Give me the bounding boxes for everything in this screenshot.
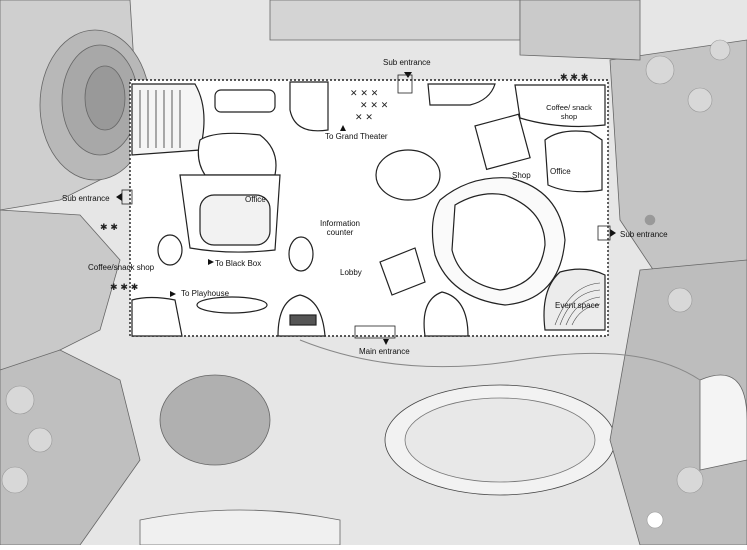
label-to-playhouse: To Playhouse xyxy=(181,289,230,298)
entrance-markers xyxy=(116,72,616,345)
landscape-left-mid xyxy=(0,209,121,371)
label-event-space: Event space xyxy=(555,301,600,310)
to-grand-theater-arrow xyxy=(340,125,346,131)
label-office-left: Office xyxy=(245,195,266,204)
tree xyxy=(646,511,664,529)
landscape-oval-planting xyxy=(159,374,271,466)
room-left-stair xyxy=(157,234,183,266)
landscape-bottom-walk xyxy=(139,509,341,546)
landscape-left-bottom xyxy=(0,349,141,546)
room-top-left-hall xyxy=(131,83,205,156)
room-top-small xyxy=(214,89,276,113)
information-counter-desk xyxy=(288,236,314,272)
plant-mark: ✕ ✕ xyxy=(355,113,373,123)
label-coffee-snack-left: Coffee/snack shop xyxy=(88,263,155,272)
room-office-left-upper xyxy=(197,132,277,176)
plantings: ✕ ✕ ✕ ✕ ✕ ✕ ✕ ✕ ✱ ✱ ✱ ✱ ✱ ✱ ✱ ✱ xyxy=(100,73,588,293)
sub-entrance-left-door xyxy=(121,189,133,205)
landscape-top-right xyxy=(519,0,641,61)
main-entrance-door xyxy=(354,325,396,339)
tree xyxy=(644,214,656,226)
room-bottom-left xyxy=(131,296,183,337)
plant-mark: ✱ ✱ ✱ xyxy=(560,73,588,83)
plant-mark: ✕ ✕ ✕ xyxy=(360,101,388,111)
to-black-box-arrow xyxy=(208,259,214,265)
event-space-seating xyxy=(554,282,601,326)
tree xyxy=(667,287,693,313)
tree xyxy=(5,385,35,415)
label-sub-entrance-left: Sub entrance xyxy=(62,194,110,203)
label-sub-entrance-top: Sub entrance xyxy=(383,58,431,67)
plant-mark: ✱ ✱ ✱ xyxy=(110,283,138,293)
landscape-right-path xyxy=(699,374,747,471)
room-black-box-foyer xyxy=(199,194,271,246)
landscape-top-strip xyxy=(269,0,521,41)
lobby-oval-room xyxy=(375,149,441,201)
room-office-right xyxy=(544,130,603,193)
hall-seating xyxy=(139,90,181,148)
trees xyxy=(1,39,731,529)
tree xyxy=(709,39,731,61)
label-sub-entrance-right: Sub entrance xyxy=(620,230,668,239)
landscape-hill-left-core xyxy=(84,65,126,131)
sub-entrance-left-arrow xyxy=(116,193,122,201)
main-entrance-arrow xyxy=(383,339,389,345)
tree xyxy=(676,466,704,494)
plant-mark: ✱ ✱ xyxy=(100,223,118,233)
room-bottom-center-fixture xyxy=(289,314,317,326)
room-bottom-right xyxy=(423,291,469,337)
room-grand-theater-link xyxy=(289,81,329,132)
sub-entrance-right-arrow xyxy=(610,229,616,237)
label-to-grand-theater: To Grand Theater xyxy=(325,132,388,141)
room-shop xyxy=(474,113,531,171)
label-coffee-snack-right: Coffee/ snack shop xyxy=(546,103,592,121)
tree xyxy=(687,87,713,113)
plaza-oval-inner xyxy=(404,397,596,483)
tree xyxy=(645,55,675,85)
walking-path xyxy=(299,339,701,381)
plant-mark: ✕ ✕ ✕ xyxy=(350,89,378,99)
label-to-black-box: To Black Box xyxy=(215,259,262,268)
room-lobby-stair xyxy=(379,247,426,296)
label-shop: Shop xyxy=(512,171,531,180)
label-office-right: Office xyxy=(550,167,571,176)
sub-entrance-right-door xyxy=(597,225,611,241)
label-main-entrance: Main entrance xyxy=(359,347,410,356)
label-information-counter: Information counter xyxy=(319,219,361,237)
rooms xyxy=(131,81,606,337)
bench-oval xyxy=(196,296,268,314)
tree xyxy=(1,466,29,494)
tree xyxy=(27,427,53,453)
room-main-theater-inner xyxy=(451,193,546,291)
sub-entrance-top-door xyxy=(397,74,413,94)
label-lobby: Lobby xyxy=(340,268,362,277)
room-coffee-shop-right xyxy=(514,84,606,128)
to-playhouse-arrow xyxy=(170,291,176,297)
room-top-right-small xyxy=(427,83,496,106)
